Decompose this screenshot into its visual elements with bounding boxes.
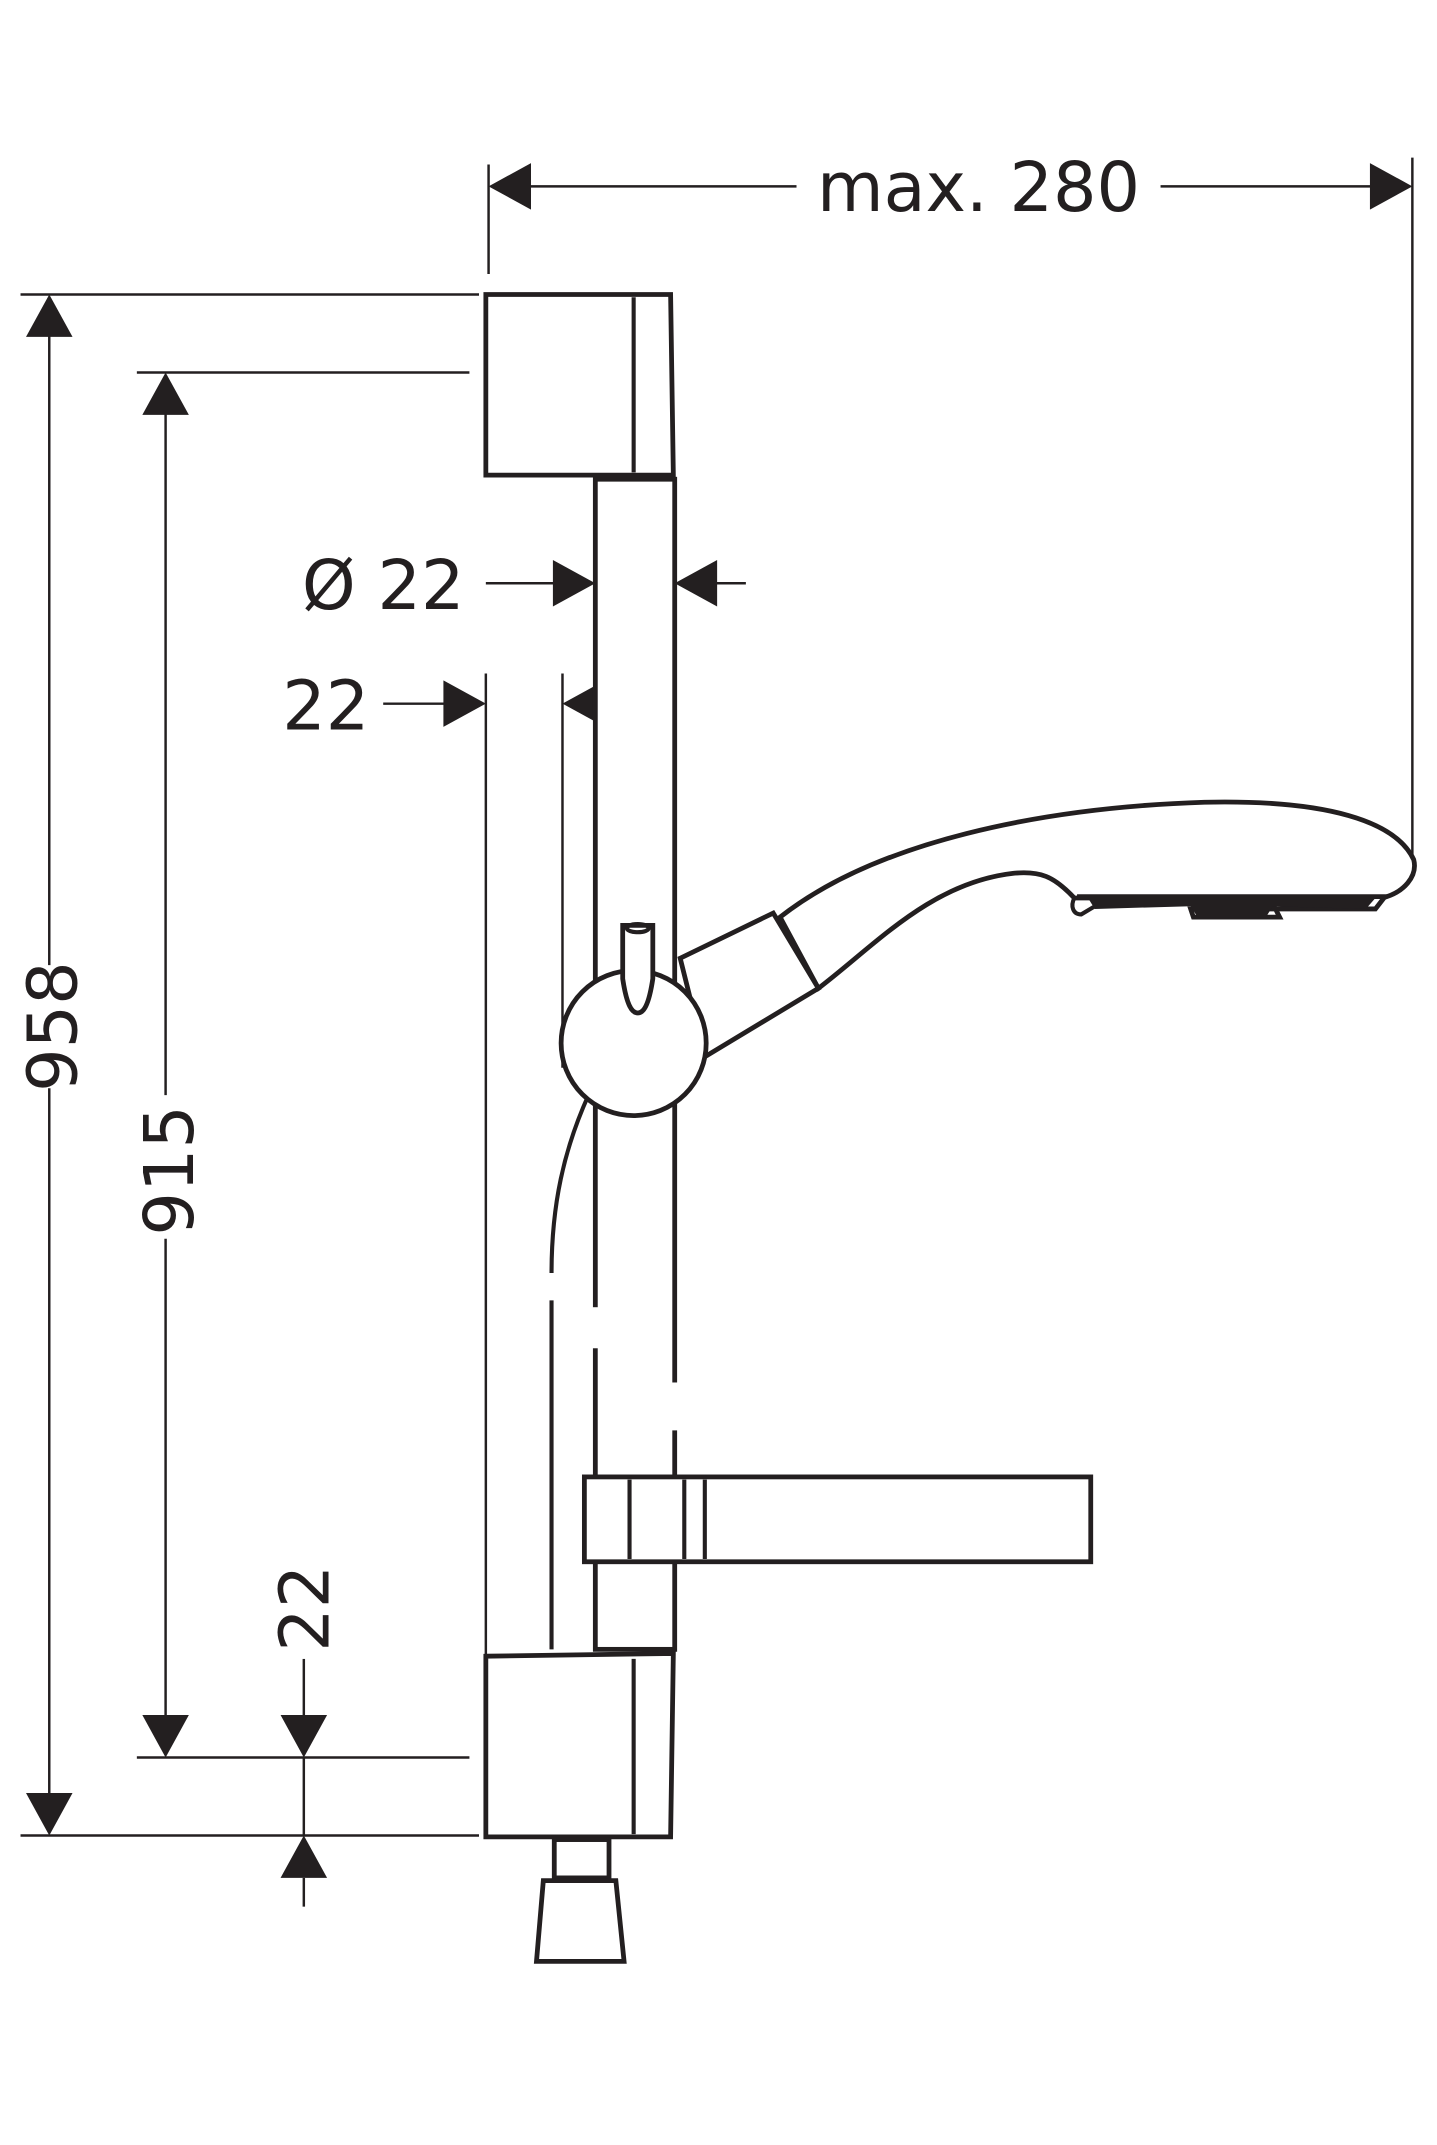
hand-shower: [677, 799, 1417, 1061]
max-width-dimension: max. 280: [487, 148, 1414, 877]
total-height-dimension: 958: [14, 293, 479, 1837]
bottom-offset-dimension: 22: [265, 1565, 345, 1907]
slider-holder: [558, 921, 709, 1119]
total-height-label: 958: [14, 961, 94, 1092]
wall-offset-dimension: 22: [282, 667, 634, 1657]
rail-height-label: 915: [130, 1105, 210, 1236]
top-wall-bracket: [483, 292, 676, 478]
rail-height-dimension: 915: [130, 371, 470, 1759]
shower-hose: [549, 1094, 591, 1650]
max-width-label: max. 280: [817, 148, 1140, 228]
bottom-wall-bracket: [483, 1651, 676, 1964]
rail-diameter-label: Ø 22: [302, 546, 465, 626]
bottom-offset-label: 22: [265, 1565, 345, 1652]
wall-offset-label: 22: [282, 667, 369, 747]
soap-dish: [581, 1474, 1094, 1565]
rail-diameter-dimension: Ø 22: [302, 546, 746, 626]
